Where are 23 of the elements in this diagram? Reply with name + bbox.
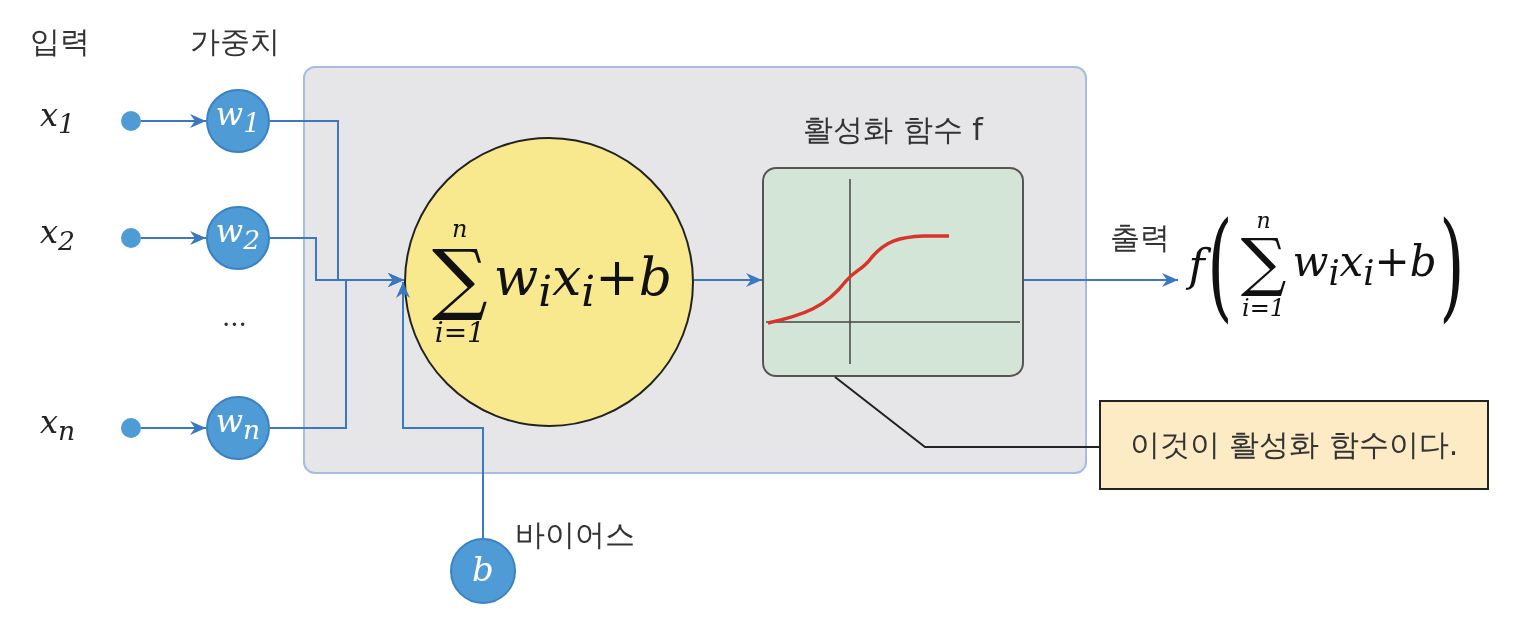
callout-box: 이것이 활성화 함수이다. xyxy=(1099,400,1489,490)
bias-circle: b xyxy=(450,538,516,604)
sum-circle: n ∑ i=1 w$_{i}$x$_{i}$+b xyxy=(404,137,694,427)
leader-line xyxy=(834,376,1100,448)
bias-label: 바이어스 xyxy=(515,516,635,554)
arrow xyxy=(1023,273,1179,287)
weight-circle: w$_{n}$ xyxy=(206,396,270,460)
column-heading: 가중치 xyxy=(190,23,280,61)
input-label: x$_{1}$ xyxy=(40,96,75,140)
weight-circle: w$_{2}$ xyxy=(206,206,270,270)
neuron-panel xyxy=(303,66,1087,474)
ellipsis-label: ... xyxy=(222,302,247,332)
input-label: x$_{n}$ xyxy=(40,403,76,447)
arrow xyxy=(140,114,207,128)
column-heading: 입력 xyxy=(30,23,90,61)
input-label: x$_{2}$ xyxy=(40,213,75,257)
box-heading: 활성화 함수 f xyxy=(802,111,985,149)
arrow xyxy=(396,281,484,539)
arrow xyxy=(140,231,207,245)
arrow xyxy=(140,421,207,435)
arrow xyxy=(269,273,405,429)
weight-circle: w$_{1}$ xyxy=(206,89,270,153)
arrow xyxy=(693,273,763,287)
